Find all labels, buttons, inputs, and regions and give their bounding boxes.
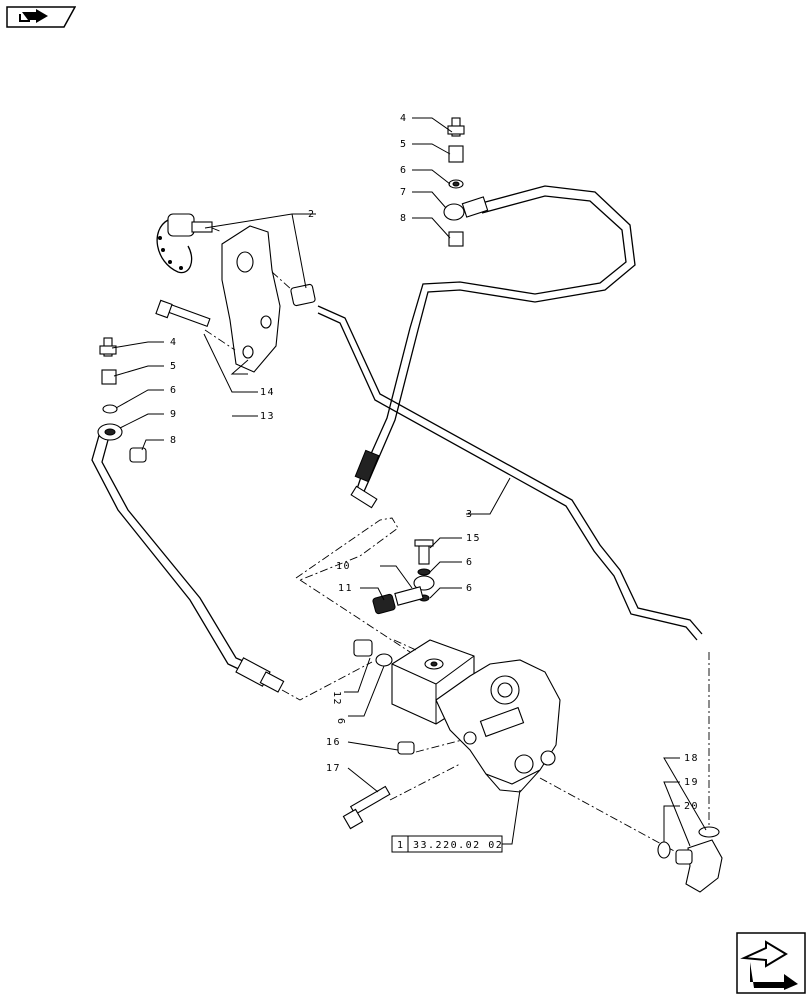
reference-link[interactable]: 1 33.220.02 02: [391, 835, 503, 853]
callout-label: 6: [400, 165, 408, 176]
callout-label: 9: [170, 409, 178, 420]
callout-label: 17: [326, 763, 341, 774]
hose-assembly: [350, 185, 636, 509]
banjo-stack-left: [97, 337, 147, 463]
callout-labels: 4 5 6 7 8 2 4 5 6 9 8 14 13 3 15 6 10 11…: [170, 113, 699, 812]
callout-label: 20: [684, 801, 699, 812]
previous-page-button[interactable]: [6, 6, 77, 28]
callout-label: 6: [466, 557, 474, 568]
callout-label: 6: [466, 583, 474, 594]
callout-label: 8: [170, 435, 178, 446]
valve-block: [391, 639, 561, 793]
callout-label: 15: [466, 533, 481, 544]
callout-label: 5: [400, 139, 408, 150]
callout-label: 18: [684, 753, 699, 764]
sensor-connector: [156, 213, 223, 274]
callout-label: 19: [684, 777, 699, 788]
callout-label: 11: [338, 583, 353, 594]
callout-label: 14: [260, 387, 275, 398]
left-hose: [91, 431, 373, 701]
banjo-stack-right: [443, 117, 465, 247]
pipe-nut: [271, 271, 316, 307]
next-page-button[interactable]: [736, 932, 806, 994]
elbow-fitting: [539, 652, 723, 893]
callout-label: 4: [400, 113, 408, 124]
callout-label: 4: [170, 337, 178, 348]
callout-label: 8: [400, 213, 408, 224]
reference-code: 33.220.02 02: [413, 840, 503, 851]
callout-label: 13: [260, 411, 275, 422]
page-next-arrow-icon: [736, 932, 806, 994]
callout-label: 7: [400, 187, 408, 198]
callout-label: 5: [170, 361, 178, 372]
leader-lines: [111, 117, 707, 847]
callout-label: 16: [326, 737, 341, 748]
callout-label: 10: [336, 561, 351, 572]
reference-qty: 1: [397, 840, 403, 851]
callout-label: 3: [466, 509, 474, 520]
callout-label: 2: [308, 209, 316, 220]
valve-fittings: [295, 517, 463, 830]
callout-label: 6: [170, 385, 178, 396]
page-back-arrow-icon: [6, 6, 77, 28]
mounting-bracket: [155, 225, 281, 373]
callout-label: 6: [335, 718, 346, 726]
callout-label: 12: [331, 691, 342, 706]
pipe-3: [317, 305, 703, 641]
